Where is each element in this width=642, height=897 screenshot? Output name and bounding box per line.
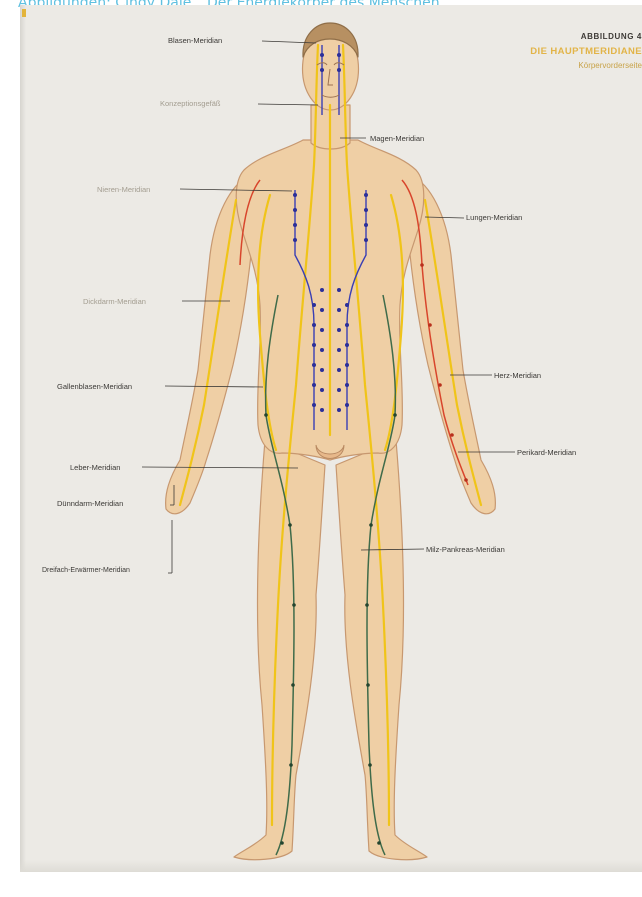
meridian-chart-photo: ABBILDUNG 4 DIE HAUPTMERIDIANE Körpervor…	[20, 5, 642, 872]
label-duenndarm-meridian: Dünndarm-Meridian	[57, 499, 123, 508]
label-gallenblasen-meridian: Gallenblasen-Meridian	[57, 382, 132, 391]
label-lungen-meridian: Lungen-Meridian	[466, 213, 522, 222]
left-leg	[336, 440, 427, 860]
label-konzeptionsgefaess: Konzeptionsgefäß	[160, 99, 220, 108]
yellow-meridian-lines	[180, 45, 481, 825]
right-arm	[166, 175, 252, 514]
label-perikard-meridian: Perikard-Meridian	[517, 448, 576, 457]
label-leber-meridian: Leber-Meridian	[70, 463, 120, 472]
right-leg	[234, 440, 325, 860]
label-blasen-meridian: Blasen-Meridian	[168, 36, 222, 45]
label-dickdarm-meridian: Dickdarm-Meridian	[83, 297, 146, 306]
label-nieren-meridian: Nieren-Meridian	[97, 185, 150, 194]
label-herz-meridian: Herz-Meridian	[494, 371, 541, 380]
label-magen-meridian: Magen-Meridian	[370, 134, 424, 143]
body-figure-diagram	[20, 5, 642, 872]
left-arm	[409, 175, 495, 514]
label-milz-pankreas-meridian: Milz-Pankreas-Meridian	[426, 545, 505, 554]
label-dreifach-erwaermer-meridian: Dreifach-Erwärmer-Meridian	[42, 566, 130, 575]
